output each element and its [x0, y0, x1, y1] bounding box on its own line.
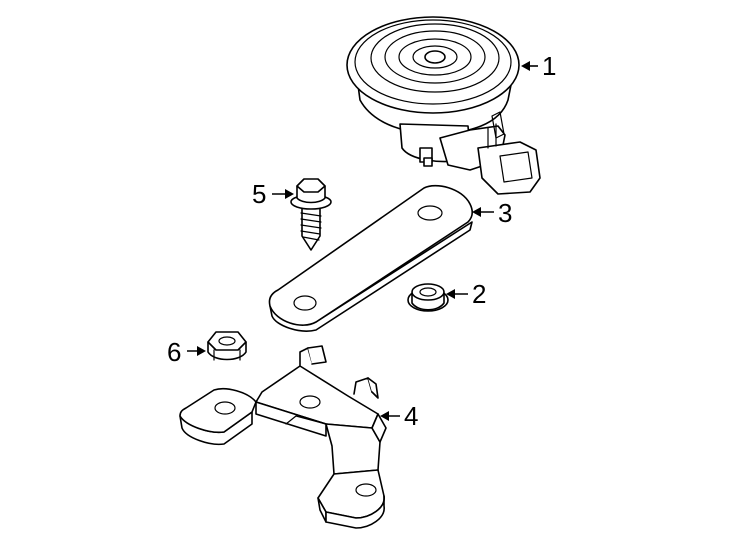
flange-nut-part	[407, 283, 449, 312]
callout-label-3: 3	[498, 198, 512, 228]
callout-3: 3	[472, 198, 512, 228]
callout-label-5: 5	[252, 179, 266, 209]
bracket-part	[179, 345, 387, 529]
hex-nut-part	[207, 331, 247, 361]
callout-label-2: 2	[472, 279, 486, 309]
mounting-plate-part	[268, 184, 473, 332]
callout-label-6: 6	[167, 337, 181, 367]
callout-label-1: 1	[542, 51, 556, 81]
screw-part	[290, 178, 332, 251]
callout-1: 1	[521, 51, 556, 81]
callout-4: 4	[380, 401, 418, 431]
horn-part	[346, 16, 541, 195]
callout-2: 2	[446, 279, 486, 309]
callout-label-4: 4	[404, 401, 418, 431]
callout-6: 6	[167, 337, 206, 367]
callout-5: 5	[252, 179, 294, 209]
